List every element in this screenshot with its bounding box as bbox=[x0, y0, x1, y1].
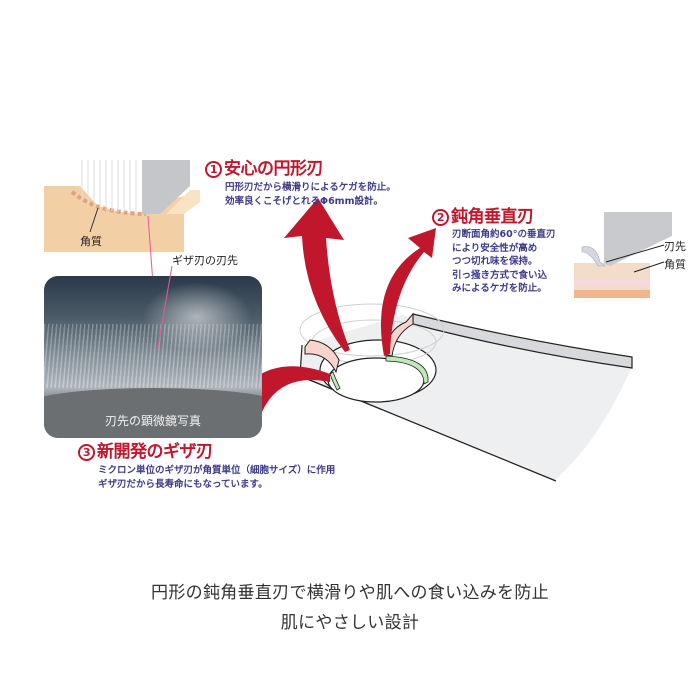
photo-blade-base bbox=[44, 388, 262, 438]
arrow-1-icon bbox=[284, 198, 350, 352]
blade-callus-label: 角質 bbox=[664, 258, 686, 271]
feature-2-description: 刃断面角約60°の垂直刃 により安全性が高め つつ切れ味を保持。 引っ掻き方式で… bbox=[452, 229, 556, 294]
edge-pink-left bbox=[304, 339, 340, 374]
skin-closeup-illustration bbox=[44, 160, 200, 252]
bottom-caption: 円形の鈍角垂直刃で横滑りや肌への食い込みを防止 肌にやさしい設計 bbox=[0, 578, 700, 638]
microscope-photo-caption: 刃先の顕微鏡写真 bbox=[104, 414, 201, 428]
arrow-2-icon bbox=[380, 228, 436, 356]
skin-callus-label: 角質 bbox=[80, 235, 102, 248]
caption-line-2: 肌にやさしい設計 bbox=[280, 613, 420, 633]
feature-3-description: ミクロン単位のギザ刃が角質単位（細胞サイズ）に作用 ギザ刃だから長寿命にもなって… bbox=[98, 465, 336, 490]
arrow-3-icon bbox=[226, 366, 330, 412]
blade-section-illustration bbox=[574, 212, 672, 298]
microscope-photo: 刃先の顕微鏡写真 bbox=[44, 276, 262, 438]
photo-glare bbox=[142, 282, 252, 352]
feature-1-number: 1 bbox=[205, 161, 222, 178]
caption-line-1: 円形の鈍角垂直刃で横滑りや肌への食い込みを防止 bbox=[151, 583, 549, 603]
feature-2-number: 2 bbox=[432, 209, 449, 226]
edge-green bbox=[385, 355, 429, 385]
blade-top-bevel bbox=[412, 313, 633, 369]
feature-1-description: 円形刃だから横滑りによるケガを防止。 効率良くこそげとれるΦ6mm設計。 bbox=[225, 182, 396, 207]
serrated-tip-label: ギザ刃の刃先 bbox=[172, 254, 238, 267]
blade-edge-label: 刃先 bbox=[664, 240, 686, 253]
feature-3-number: 3 bbox=[78, 444, 95, 461]
